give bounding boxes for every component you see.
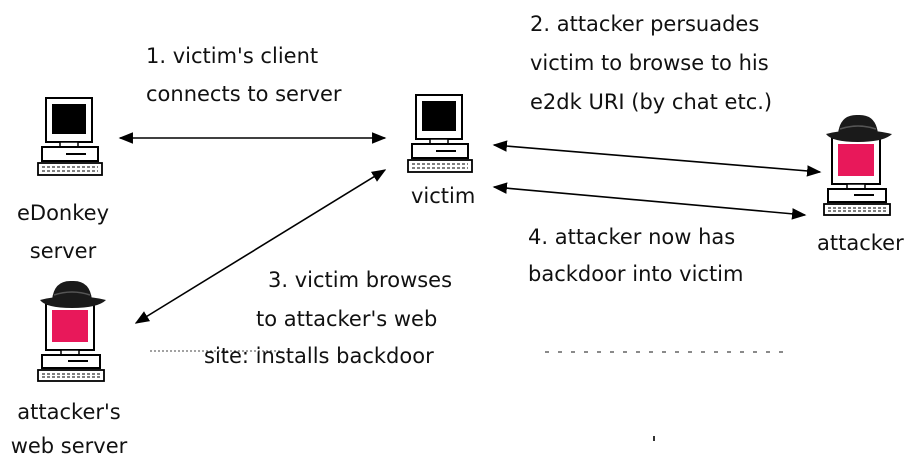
scan-speck — [653, 436, 655, 441]
step4-line1: 4. attacker now has — [528, 225, 736, 249]
step2-line2: victim to browse to his — [530, 51, 769, 75]
victim-webserver-arrow — [134, 169, 387, 324]
computer-icon — [37, 97, 103, 176]
attacker-web-server-line1: attacker's — [17, 400, 121, 424]
step3-line3: site: installs backdoor — [204, 344, 434, 368]
victim-attacker-backdoor-arrow — [492, 182, 807, 220]
step1-line1: 1. victim's client — [146, 44, 319, 68]
computer-icon — [407, 94, 473, 173]
step1-line2: connects to server — [146, 82, 342, 106]
hacker-computer-icon — [823, 114, 892, 216]
step2-line3: e2dk URI (by chat etc.) — [530, 90, 773, 114]
edonkey-server-line2: server — [29, 239, 97, 263]
victim-attacker-persuade-arrow — [492, 140, 822, 177]
victim-label: victim — [411, 184, 476, 208]
attacker-label: attacker — [817, 231, 904, 255]
attacker-web-server-line2: web server — [10, 434, 128, 458]
step4-line2: backdoor into victim — [528, 262, 744, 286]
step2-line1: 2. attacker persuades — [530, 12, 760, 36]
step3-line1: 3. victim browses — [268, 268, 453, 292]
hacker-computer-icon — [37, 280, 106, 382]
edonkey-server-line1: eDonkey — [16, 201, 109, 225]
step3-line2: to attacker's web — [256, 307, 438, 331]
